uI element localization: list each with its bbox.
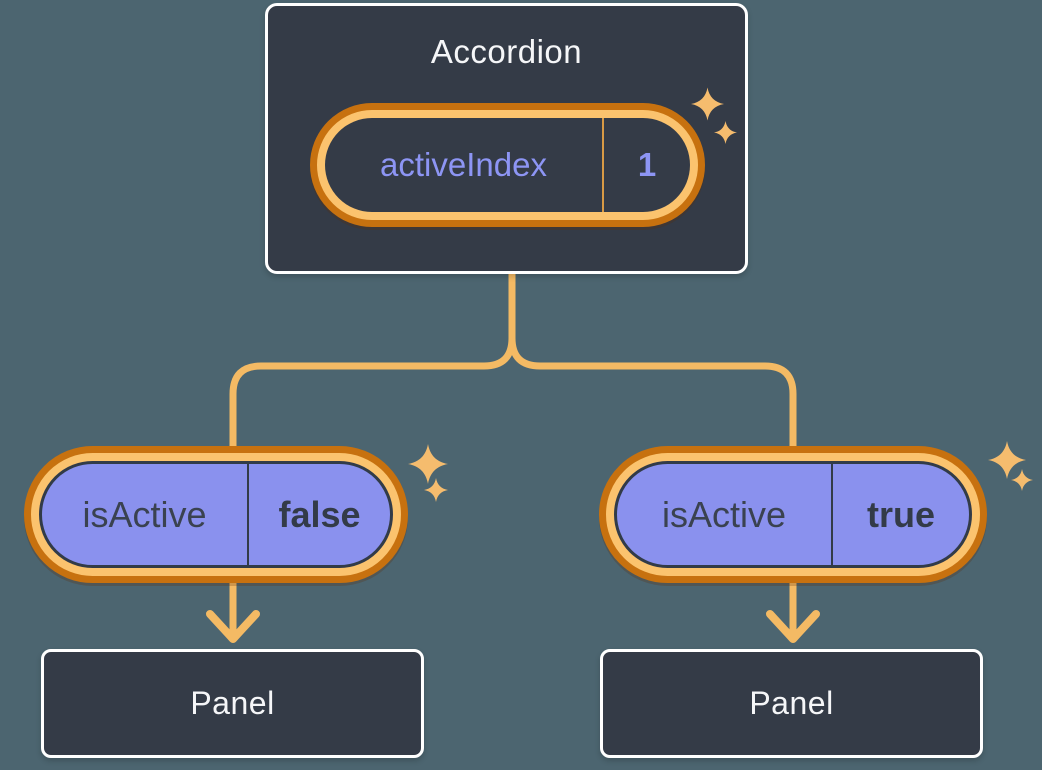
prop-value: false (278, 493, 361, 535)
prop-pill-right: isActive true (599, 446, 987, 583)
connector-branch-right (508, 274, 797, 636)
panel-node-left: Panel (41, 649, 424, 758)
accordion-title: Accordion (430, 33, 583, 70)
panel-title: Panel (190, 685, 275, 721)
prop-key: isActive (82, 493, 207, 535)
prop-key: isActive (661, 493, 787, 535)
panel-title: Panel (749, 685, 834, 721)
panel-node-right: Panel (600, 649, 983, 758)
prop-pill-inner: isActive true (614, 461, 972, 568)
state-pill-inner: activeIndex 1 (325, 118, 690, 212)
sparkle-icon (691, 87, 724, 121)
pill-divider (247, 464, 249, 565)
sparkle-icon (1011, 469, 1033, 491)
prop-pill-left: isActive false (24, 446, 408, 583)
sparkle-icon (424, 478, 448, 502)
down-arrow-icon (206, 610, 260, 643)
prop-value: true (866, 493, 935, 535)
pill-divider (602, 118, 604, 212)
sparkle-icon (408, 444, 448, 484)
state-key: activeIndex (380, 146, 547, 183)
state-pill: activeIndex 1 (310, 103, 705, 227)
state-value: 1 (637, 146, 657, 183)
sparkle-icon (988, 441, 1026, 479)
sparkle-icon (714, 121, 737, 144)
pill-divider (831, 464, 833, 565)
down-arrow-icon (766, 610, 820, 643)
prop-pill-inner: isActive false (39, 461, 393, 568)
